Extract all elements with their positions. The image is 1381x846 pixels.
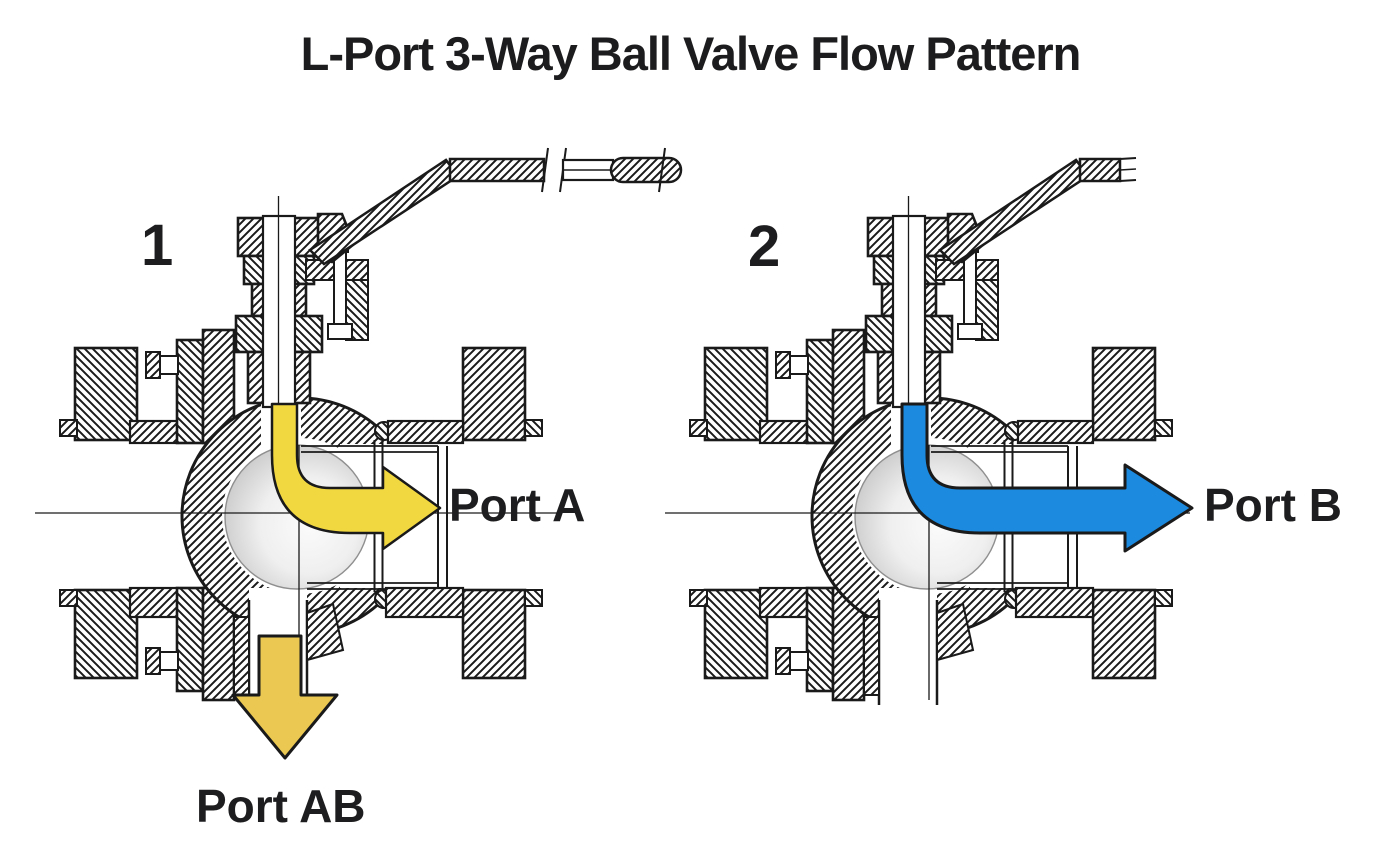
valve-1-number: 1 bbox=[141, 213, 173, 278]
port-b-label: Port B bbox=[1204, 479, 1342, 531]
diagram-title: L-Port 3-Way Ball Valve Flow Pattern bbox=[300, 27, 1082, 80]
valve-2-flow-right-arrow bbox=[900, 402, 1194, 553]
valve-2-handle-extension bbox=[1078, 157, 1137, 183]
valve-1-flow-down-arrow bbox=[231, 634, 339, 760]
port-a-label: Port A bbox=[449, 479, 585, 531]
valve-1-flow-right-arrow bbox=[270, 402, 442, 551]
valve-1-handle-extension bbox=[448, 147, 683, 193]
valve-2-number: 2 bbox=[748, 214, 780, 279]
port-ab-label: Port AB bbox=[196, 780, 366, 832]
